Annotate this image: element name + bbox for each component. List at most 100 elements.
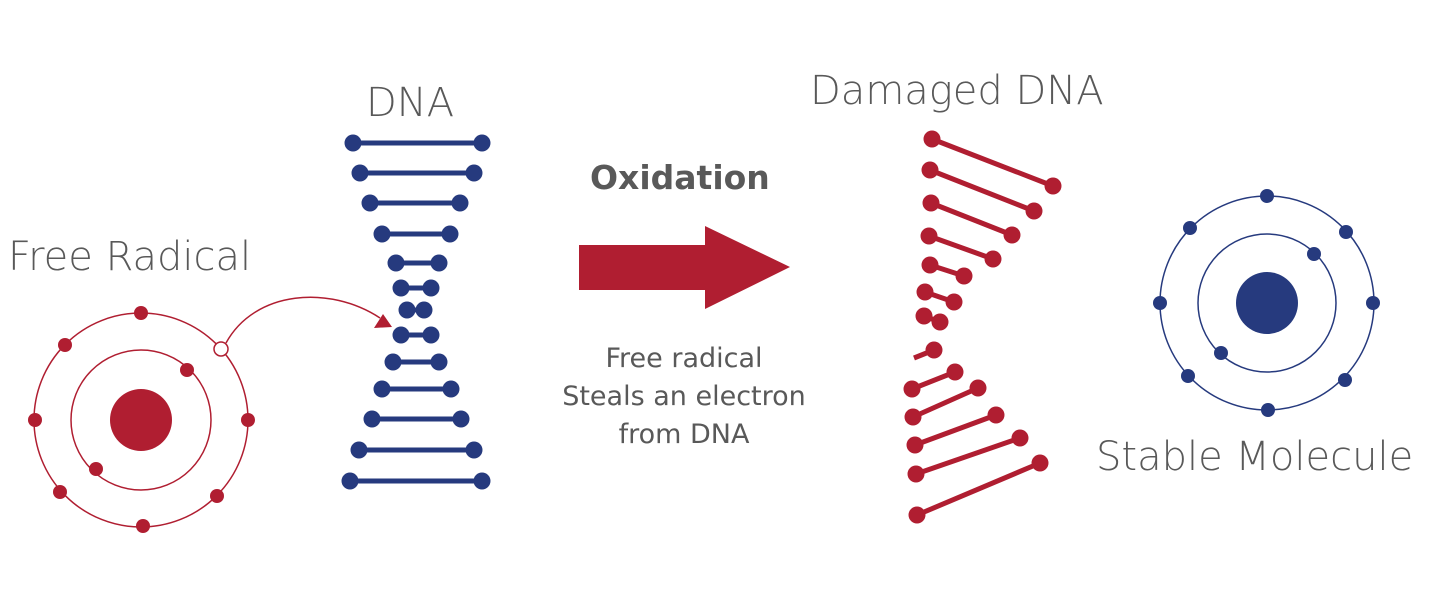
base-end bbox=[351, 164, 369, 182]
description-line-2: Steals an electron bbox=[562, 381, 806, 412]
base-end bbox=[916, 283, 934, 301]
base-end bbox=[398, 301, 416, 319]
base-end bbox=[441, 225, 459, 243]
electron-steal-arrow bbox=[225, 296, 392, 344]
base-end bbox=[922, 194, 940, 212]
base-end bbox=[451, 194, 469, 212]
stable-molecule-atom bbox=[1153, 189, 1380, 417]
dna-helix bbox=[341, 134, 491, 490]
base-end bbox=[1031, 454, 1049, 472]
oxidation-arrow bbox=[579, 226, 790, 309]
base-end bbox=[1025, 202, 1043, 220]
base-end bbox=[915, 307, 933, 325]
arrow-head bbox=[374, 314, 392, 328]
inner-orbit bbox=[70, 349, 212, 491]
nucleus bbox=[1236, 272, 1298, 334]
electron bbox=[1214, 346, 1228, 360]
base-end bbox=[442, 380, 460, 398]
oxidation-description: Free radical Steals an electron from DNA bbox=[534, 340, 834, 454]
base-end bbox=[907, 465, 925, 483]
base-end bbox=[373, 225, 391, 243]
base-end bbox=[341, 472, 359, 490]
base-end bbox=[430, 353, 448, 371]
electron bbox=[1181, 369, 1195, 383]
base-end bbox=[921, 161, 939, 179]
electron bbox=[1366, 296, 1380, 310]
base-end bbox=[923, 130, 941, 148]
base-end bbox=[361, 194, 379, 212]
base-end bbox=[904, 408, 922, 426]
broken-base-pair bbox=[911, 385, 980, 420]
dna-label: DNA bbox=[366, 80, 455, 126]
electron bbox=[28, 413, 42, 427]
damaged-dna-label: Damaged DNA bbox=[810, 68, 1104, 114]
base-end bbox=[925, 341, 943, 359]
base-end bbox=[473, 134, 491, 152]
base-end bbox=[465, 441, 483, 459]
base-end bbox=[363, 410, 381, 428]
base-end bbox=[921, 256, 939, 274]
base-end bbox=[350, 441, 368, 459]
broken-base-pair bbox=[929, 167, 1035, 214]
broken-base-pair bbox=[914, 412, 997, 448]
base-end bbox=[473, 472, 491, 490]
base-end bbox=[908, 506, 926, 524]
base-end bbox=[955, 267, 973, 285]
nucleus bbox=[110, 389, 172, 451]
base-end bbox=[903, 380, 921, 398]
broken-base-pair bbox=[916, 460, 1041, 518]
description-line-1: Free radical bbox=[605, 343, 763, 374]
base-end bbox=[1003, 226, 1021, 244]
base-end bbox=[906, 436, 924, 454]
base-end bbox=[415, 301, 433, 319]
electron bbox=[180, 363, 194, 377]
base-end bbox=[984, 250, 1002, 268]
base-end bbox=[344, 134, 362, 152]
description-line-3: from DNA bbox=[618, 419, 750, 450]
base-end bbox=[931, 313, 949, 331]
base-end bbox=[969, 379, 987, 397]
missing-electron bbox=[213, 341, 229, 357]
free-radical-atom bbox=[28, 306, 255, 533]
base-end bbox=[392, 326, 410, 344]
electron bbox=[53, 485, 67, 499]
base-end bbox=[1044, 177, 1062, 195]
electron bbox=[134, 306, 148, 320]
damaged-dna-helix bbox=[903, 130, 1062, 524]
broken-base-pair bbox=[928, 233, 994, 262]
arrow-shape bbox=[579, 226, 790, 309]
oxidation-label: Oxidation bbox=[590, 158, 770, 197]
broken-base-pair bbox=[915, 435, 1021, 477]
electron bbox=[1183, 221, 1197, 235]
electron bbox=[58, 338, 72, 352]
base-end bbox=[945, 293, 963, 311]
broken-base-pair bbox=[931, 136, 1054, 189]
base-end bbox=[392, 279, 410, 297]
inner-orbit bbox=[1197, 233, 1337, 373]
base-end bbox=[1011, 429, 1029, 447]
electron bbox=[1261, 403, 1275, 417]
base-end bbox=[384, 353, 402, 371]
electron bbox=[136, 519, 150, 533]
base-end bbox=[387, 254, 405, 272]
electron bbox=[89, 462, 103, 476]
electron bbox=[1338, 373, 1352, 387]
base-end bbox=[452, 410, 470, 428]
stable-molecule-label: Stable Molecule bbox=[1096, 434, 1414, 480]
base-end bbox=[987, 406, 1005, 424]
electron bbox=[241, 413, 255, 427]
base-end bbox=[422, 326, 440, 344]
base-end bbox=[430, 254, 448, 272]
electron bbox=[1307, 247, 1321, 261]
electron bbox=[1153, 296, 1167, 310]
arrow-curve bbox=[225, 296, 381, 344]
electron bbox=[210, 489, 224, 503]
base-end bbox=[946, 363, 964, 381]
base-end bbox=[373, 380, 391, 398]
base-end bbox=[422, 279, 440, 297]
electron bbox=[1260, 189, 1274, 203]
free-radical-label: Free Radical bbox=[8, 234, 252, 280]
electron bbox=[1339, 225, 1353, 239]
base-end bbox=[920, 227, 938, 245]
